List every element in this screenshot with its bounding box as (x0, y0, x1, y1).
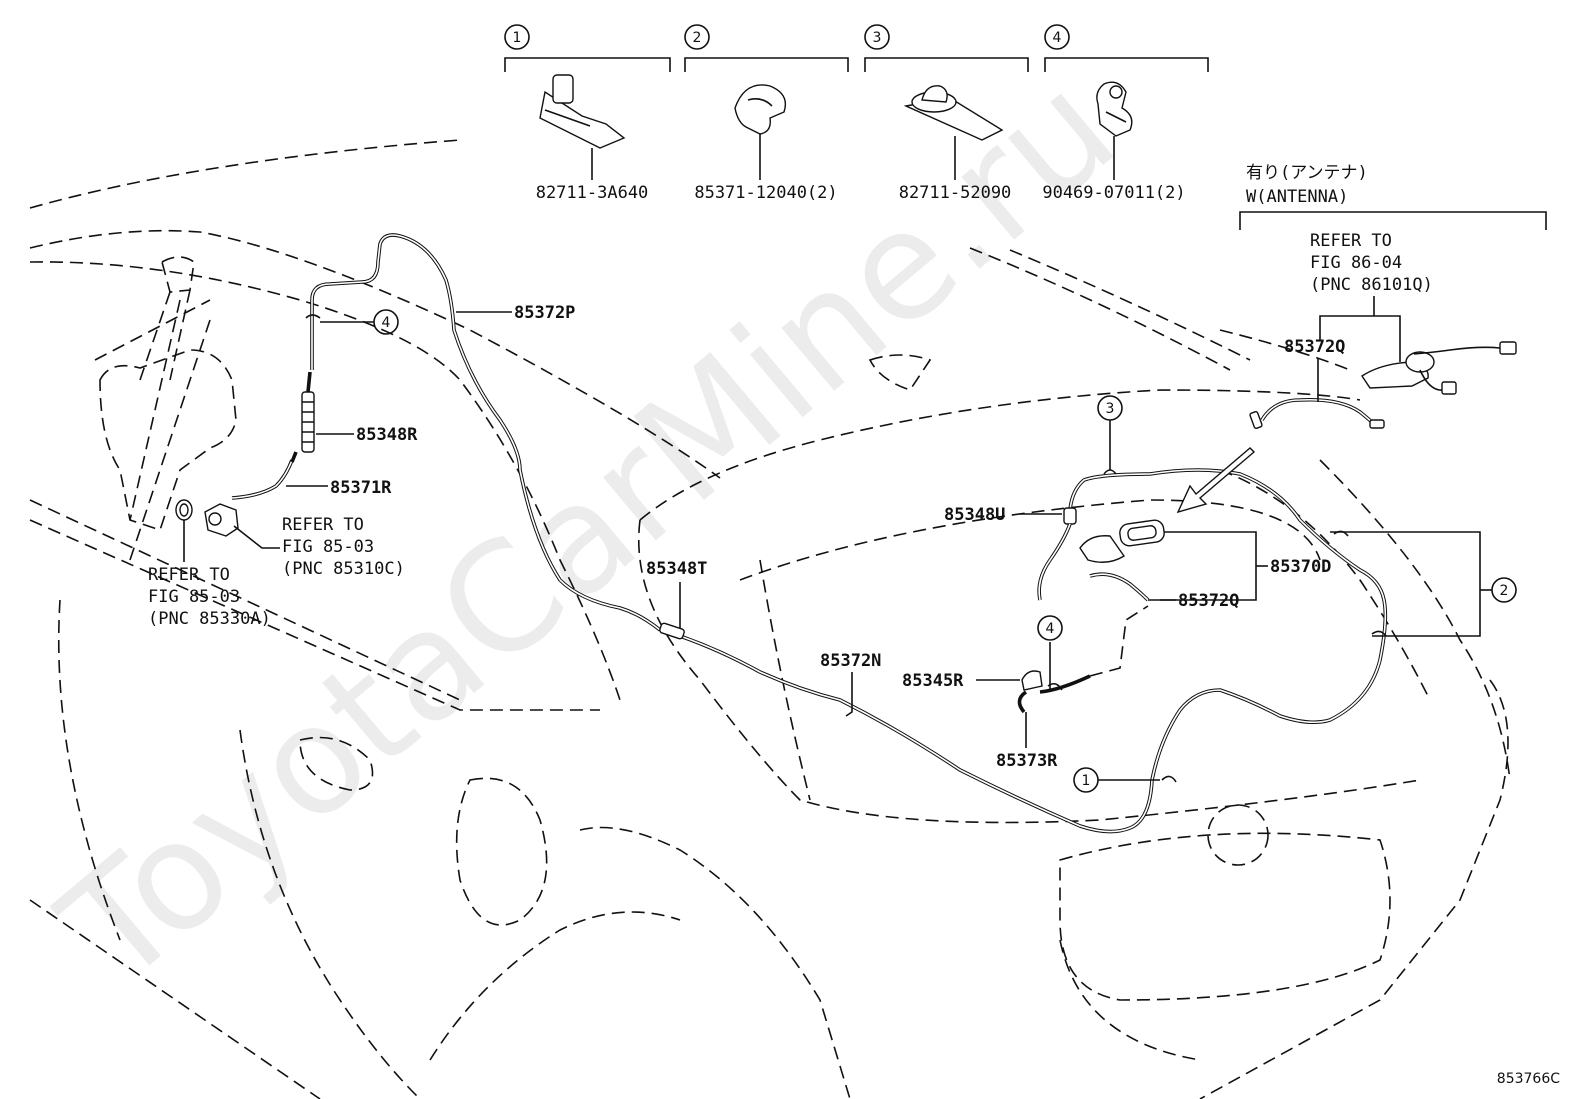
washer-pump-icon (204, 503, 239, 537)
washer-tank-icon (99, 256, 237, 532)
leader (1330, 531, 1481, 637)
header-group-3: 3 82711-52090 (864, 24, 1029, 203)
header-group-2: 2 85371-12040(2) (684, 24, 849, 203)
antenna-cable-icon (1361, 341, 1517, 395)
group-bracket (504, 57, 671, 72)
part-number: 90469-07011(2) (1042, 183, 1185, 203)
washer-hose-85372P (310, 233, 662, 632)
callout-circle (1037, 615, 1063, 641)
refer-grommet-line1: REFER TO (148, 565, 230, 585)
callout-circle (1073, 767, 1099, 793)
clip-90469-07011-icon (1096, 81, 1133, 137)
refer-pump-line2: FIG 85-03 (282, 537, 374, 557)
callout-circle (373, 309, 399, 335)
antenna-refer-line1: REFER TO (1310, 231, 1392, 251)
callout-circle (504, 24, 530, 50)
grommet-icon (175, 499, 193, 521)
part-number: 82711-3A640 (536, 183, 649, 203)
callout-circle (1097, 395, 1123, 421)
hose-85372Q (1037, 523, 1150, 602)
joint-85348T-icon (659, 622, 685, 640)
label-85372P: 85372P (514, 303, 575, 323)
joint-85348U-icon (1063, 507, 1077, 525)
header-group-4: 4 90469-07011(2) (1042, 24, 1209, 203)
callout-number: 2 (693, 30, 702, 46)
group-bracket (1044, 57, 1209, 72)
callout-circle (864, 24, 890, 50)
callout-number: 3 (873, 30, 882, 46)
callout-circle (1044, 24, 1070, 50)
callout-circle (1491, 577, 1517, 603)
header-group-1: 1 82711-3A640 (504, 24, 671, 203)
vehicle-body-outline (29, 139, 1511, 1099)
washer-hose-85372N (679, 468, 1388, 834)
callout-number: 2 (1500, 583, 1509, 599)
label-85373R: 85373R (996, 751, 1058, 771)
clip-82711-3a640-icon (539, 74, 626, 149)
label-85348R: 85348R (356, 425, 418, 445)
callout-number: 1 (513, 30, 522, 46)
antenna-title-jp: 有り(アンテナ) (1246, 163, 1368, 183)
refer-grommet-line3: (PNC 85330A) (148, 609, 271, 629)
callout-circle (684, 24, 710, 50)
label-85345R: 85345R (902, 671, 964, 691)
callout-number: 4 (382, 315, 391, 331)
figure-code: 853766C (1497, 1071, 1560, 1087)
hose-link (306, 371, 312, 393)
antenna-hose-85372Q (1249, 397, 1385, 430)
part-number: 82711-52090 (899, 183, 1012, 203)
rear-washer-nozzle-85370D (1079, 519, 1165, 563)
refer-pump-line3: (PNC 85310C) (282, 559, 405, 579)
antenna-refer-line3: (PNC 86101Q) (1310, 275, 1433, 295)
hose-85371R (231, 459, 294, 500)
clip-mark (305, 314, 321, 319)
leader (233, 525, 280, 549)
leader (1160, 531, 1257, 601)
callout-number: 4 (1046, 621, 1055, 637)
antenna-refer-line2: FIG 86-04 (1310, 253, 1402, 273)
antenna-bracket (1239, 211, 1547, 230)
label-85348U: 85348U (944, 505, 1005, 525)
label-85370D: 85370D (1270, 557, 1331, 577)
install-arrow-icon (1176, 447, 1256, 514)
nozzle-85345R-icon (1021, 670, 1043, 691)
label-85348T: 85348T (646, 559, 707, 579)
callout-number: 1 (1082, 773, 1091, 789)
hose-85373R (1017, 605, 1149, 714)
leader (1319, 296, 1401, 362)
antenna-title-en: W(ANTENNA) (1246, 187, 1348, 207)
label-85372Q: 85372Q (1178, 591, 1239, 611)
group-bracket (864, 57, 1029, 72)
callout-number: 4 (1053, 30, 1062, 46)
leader (845, 672, 853, 717)
refer-pump-line1: REFER TO (282, 515, 364, 535)
clip-85371-12040-icon (734, 84, 787, 135)
part-number: 85371-12040(2) (694, 183, 837, 203)
label-85371R: 85371R (330, 478, 392, 498)
clip-mark (1371, 630, 1387, 637)
clip-mark (1161, 775, 1177, 783)
hose-link (290, 451, 298, 463)
refer-grommet-line2: FIG 85-03 (148, 587, 240, 607)
clip-82711-52090-icon (903, 85, 1004, 141)
label-85372N: 85372N (820, 651, 881, 671)
label-85372Q-antenna: 85372Q (1284, 337, 1345, 357)
check-valve-85348R (301, 391, 315, 453)
callout-number: 3 (1106, 401, 1115, 417)
group-bracket (684, 57, 849, 72)
